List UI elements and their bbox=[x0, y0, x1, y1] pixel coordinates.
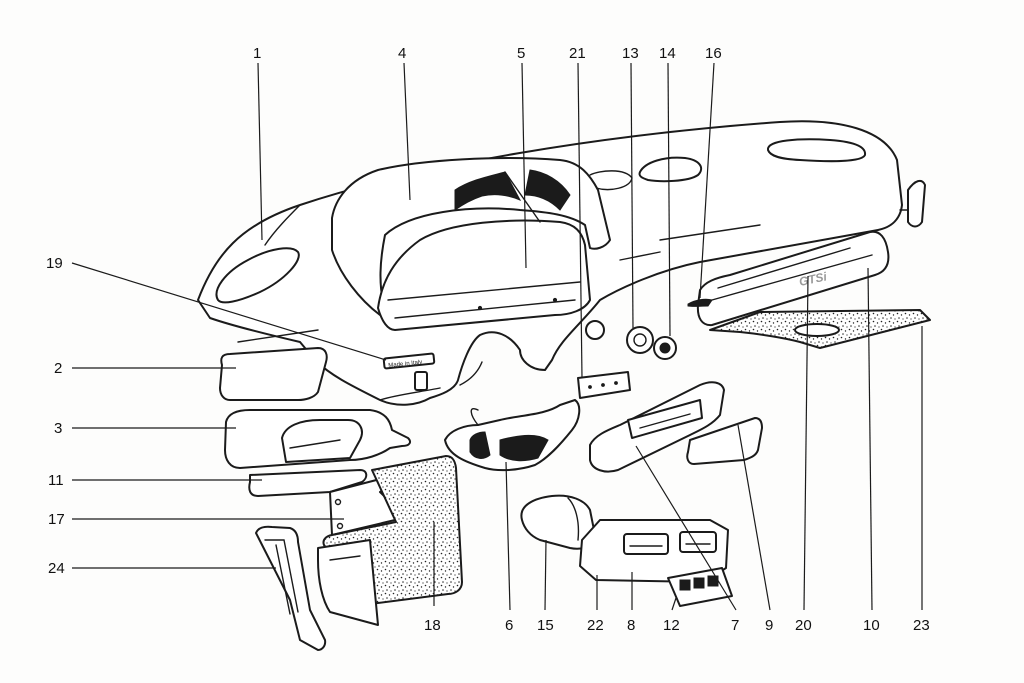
dash-name-plate: Made in Italy bbox=[382, 352, 436, 370]
callout-15: 15 bbox=[537, 617, 554, 634]
end-cap bbox=[899, 179, 926, 228]
callout-8: 8 bbox=[627, 617, 635, 634]
left-trim-panel bbox=[219, 329, 328, 401]
callout-6: 6 bbox=[505, 617, 513, 634]
callout-1: 1 bbox=[253, 45, 261, 62]
kick-strip-24 bbox=[255, 525, 327, 651]
grommets bbox=[626, 326, 677, 360]
callout-labels: 1 4 5 21 13 14 16 19 2 3 11 17 24 18 6 1… bbox=[46, 45, 930, 634]
callout-22: 22 bbox=[587, 617, 604, 634]
gtsi-badge: GTSi bbox=[798, 269, 829, 289]
callout-4: 4 bbox=[398, 45, 406, 62]
callout-23: 23 bbox=[913, 617, 930, 634]
callout-19: 19 bbox=[46, 255, 63, 272]
callout-14: 14 bbox=[659, 45, 676, 62]
carpet-panel bbox=[709, 309, 931, 349]
small-plate bbox=[577, 371, 631, 399]
callout-2: 2 bbox=[54, 360, 62, 377]
callout-7: 7 bbox=[731, 617, 739, 634]
callout-18: 18 bbox=[424, 617, 441, 634]
callout-12: 12 bbox=[663, 617, 680, 634]
dash-plate-text: Made in Italy bbox=[388, 360, 422, 370]
callout-17: 17 bbox=[48, 511, 65, 528]
console-upper-7 bbox=[589, 381, 725, 473]
callout-20: 20 bbox=[795, 617, 812, 634]
callout-24: 24 bbox=[48, 560, 65, 577]
callout-11: 11 bbox=[48, 472, 64, 489]
left-lower-housing bbox=[224, 409, 411, 469]
callout-5: 5 bbox=[517, 45, 525, 62]
callout-10: 10 bbox=[863, 617, 880, 634]
callout-16: 16 bbox=[705, 45, 722, 62]
right-glovebox-panel: GTSi bbox=[687, 230, 890, 327]
carpet-18 bbox=[317, 455, 463, 626]
callout-13: 13 bbox=[622, 45, 639, 62]
callout-9: 9 bbox=[765, 617, 773, 634]
callout-21: 21 bbox=[569, 45, 586, 62]
callout-3: 3 bbox=[54, 420, 62, 437]
leader-lines bbox=[71, 62, 923, 611]
instrument-binnacle bbox=[331, 157, 611, 331]
steering-shroud-6 bbox=[444, 399, 581, 472]
